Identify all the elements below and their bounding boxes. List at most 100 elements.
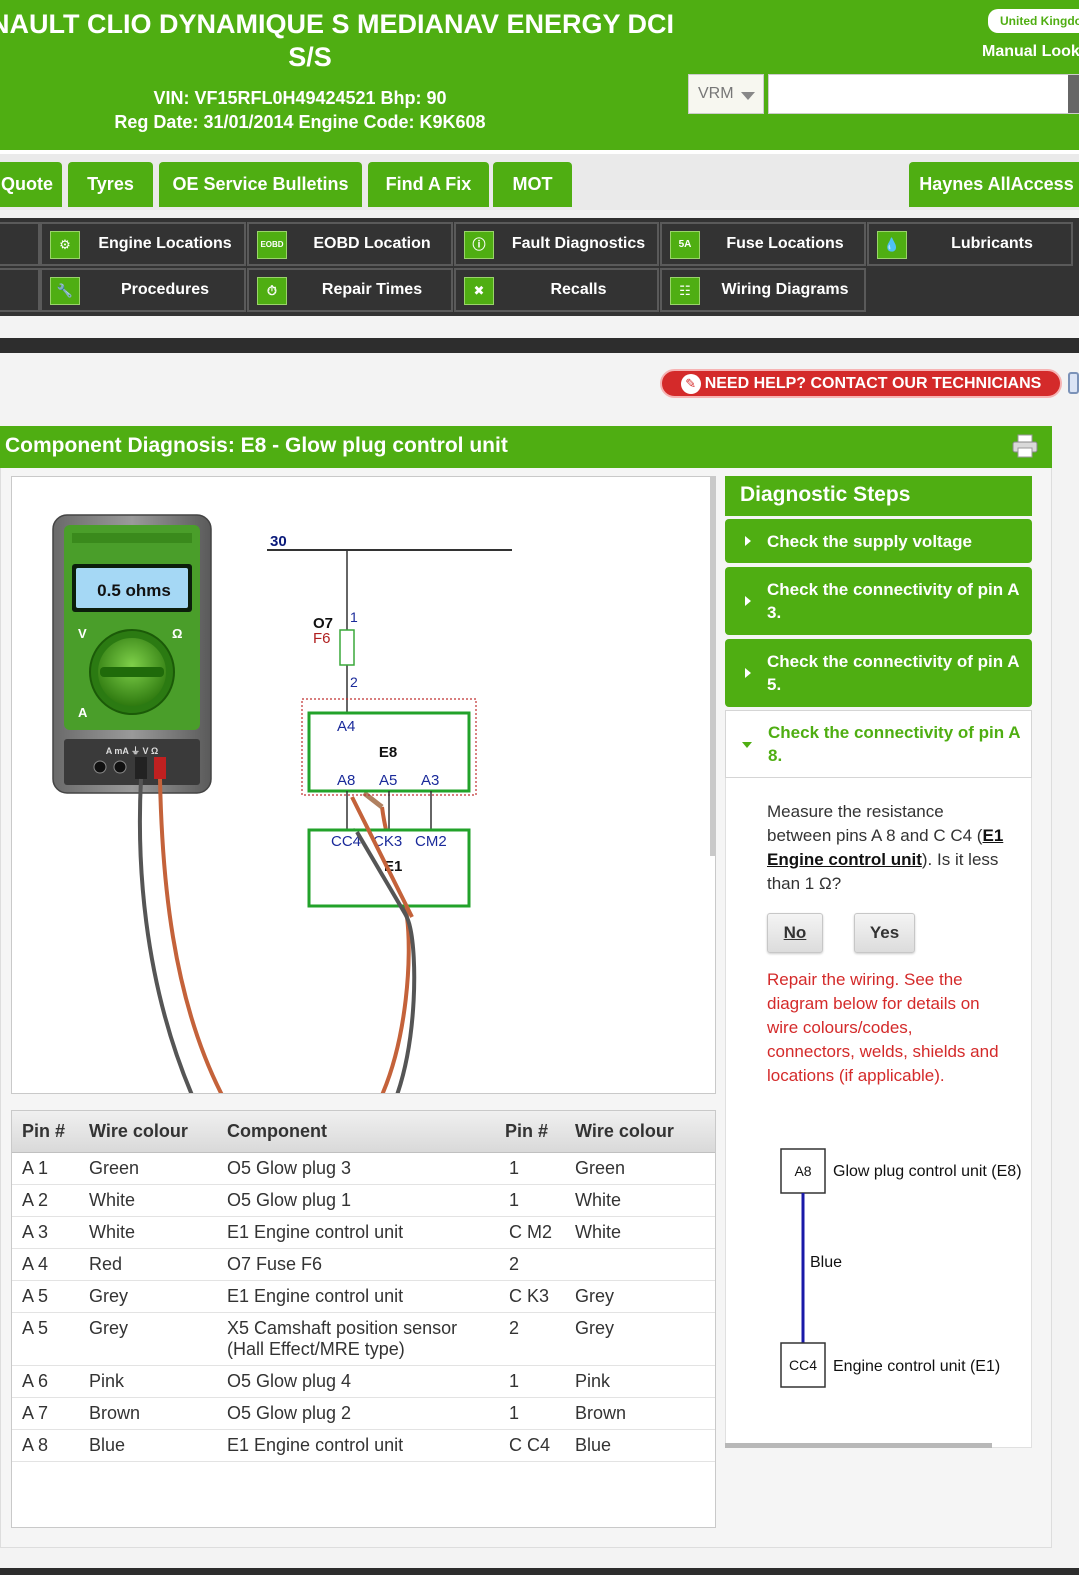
step-supply-voltage[interactable]: Check the supply voltage xyxy=(725,519,1032,563)
table-cell: 1 xyxy=(495,1184,565,1217)
vrm-select[interactable]: VRM xyxy=(688,74,764,114)
step-pin-a8[interactable]: Check the connectivity of pin A 8. xyxy=(725,710,1032,778)
col-header: Wire colour xyxy=(79,1111,217,1153)
menu-label: Lubricants xyxy=(951,235,1033,252)
ecu-pin-ck3: CK3 xyxy=(373,833,402,850)
step-question: Measure the resistance between pins A 8 … xyxy=(767,800,1007,896)
repair-instruction: Repair the wiring. See the diagram below… xyxy=(767,970,999,1085)
menu-lubricants[interactable]: 💧 Lubricants xyxy=(867,222,1073,266)
meter-label-a: A xyxy=(78,705,88,720)
step-pin-a5[interactable]: Check the connectivity of pin A 5. xyxy=(725,639,1032,707)
diagram-scrollbar[interactable] xyxy=(710,476,716,856)
wrench-icon: 🔧 xyxy=(50,277,80,305)
menu-cell-partial-2[interactable] xyxy=(0,268,40,312)
table-cell: A 1 xyxy=(12,1152,79,1185)
tab-quote[interactable]: Quote xyxy=(0,162,62,207)
tab-tyres[interactable]: Tyres xyxy=(68,162,153,207)
table-cell: Grey xyxy=(79,1280,217,1313)
chat-icon[interactable] xyxy=(1068,372,1079,394)
unit-pin-a3: A3 xyxy=(421,772,439,789)
meter-reading: 0.5 ohms xyxy=(97,581,171,600)
step-label: Check the connectivity of pin A 3. xyxy=(767,580,1019,622)
menu-eobd-location[interactable]: EOBD EOBD Location xyxy=(247,222,453,266)
tab-haynes-allaccess[interactable]: Haynes AllAccess xyxy=(909,162,1079,207)
menu-recalls[interactable]: ✖ Recalls xyxy=(454,268,659,312)
table-cell: 1 xyxy=(495,1397,565,1430)
menu-cell-partial[interactable] xyxy=(0,222,40,266)
country-selector[interactable]: United Kingdo xyxy=(988,9,1079,33)
step-body xyxy=(725,778,1032,1448)
table-cell: 2 xyxy=(495,1248,565,1281)
unit-pin-a8: A8 xyxy=(337,772,355,789)
fuse-pin-top: 1 xyxy=(350,609,358,625)
component-link[interactable]: E1 Engine control unit xyxy=(767,826,1004,869)
chevron-down-icon xyxy=(742,742,752,748)
tab-find-a-fix[interactable]: Find A Fix xyxy=(368,162,489,207)
table-cell: C K3 xyxy=(495,1280,565,1313)
step-pin-a3[interactable]: Check the connectivity of pin A 3. xyxy=(725,567,1032,635)
menu-procedures[interactable]: 🔧 Procedures xyxy=(40,268,246,312)
menu-fault-diagnostics[interactable]: ⓘ Fault Diagnostics xyxy=(454,222,659,266)
table-cell: White xyxy=(79,1184,217,1217)
unit-pin-top: A4 xyxy=(337,718,355,735)
manual-lookup-link[interactable]: Manual Look xyxy=(982,43,1079,60)
table-cell: A 5 xyxy=(12,1312,79,1366)
menu-label: Engine Locations xyxy=(98,235,232,252)
table-header-row: Pin # Wire colour Component Pin # Wire c… xyxy=(12,1111,715,1153)
stopwatch-icon: ⏱ xyxy=(257,277,287,305)
vehicle-title: NAULT CLIO DYNAMIQUE S MEDIANAV ENERGY D… xyxy=(0,8,674,74)
menu-label: Procedures xyxy=(120,281,210,298)
tab-oe-service-bulletins[interactable]: OE Service Bulletins xyxy=(159,162,362,207)
menu-label: Wiring Diagrams xyxy=(721,281,849,298)
rail-label: 30 xyxy=(270,533,287,550)
table-cell: O5 Glow plug 4 xyxy=(217,1365,495,1398)
fuse-id: F6 xyxy=(313,630,331,647)
table-cell: E1 Engine control unit xyxy=(217,1216,495,1249)
table-cell: 2 xyxy=(495,1312,565,1366)
table-cell: Blue xyxy=(565,1429,715,1462)
contact-technicians-button[interactable]: ✎NEED HELP? CONTACT OUR TECHNICIANS xyxy=(660,369,1062,398)
vrm-search-input[interactable] xyxy=(768,74,1079,114)
wire-from-pin: A8 xyxy=(794,1163,811,1179)
wire-to-pin: CC4 xyxy=(789,1357,817,1373)
table-cell: X5 Camshaft position sensor (Hall Effect… xyxy=(217,1312,495,1366)
wiring-schematic: 0.5 ohms V Ω A A mA ⏚ V Ω 30 O7 F6 1 xyxy=(52,514,512,1093)
section-divider xyxy=(0,338,1079,353)
menu-label: Fault Diagnostics xyxy=(511,235,646,252)
table-cell: Pink xyxy=(565,1365,715,1398)
menu-wiring-diagrams[interactable]: ☷ Wiring Diagrams xyxy=(660,268,866,312)
print-icon[interactable] xyxy=(1012,434,1038,458)
table-cell: E1 Engine control unit xyxy=(217,1280,495,1313)
yes-button[interactable]: Yes xyxy=(854,913,915,953)
menu-repair-times[interactable]: ⏱ Repair Times xyxy=(247,268,453,312)
component-diagram: 0.5 ohms V Ω A A mA ⏚ V Ω 30 O7 F6 1 xyxy=(11,476,716,1094)
step-label: Check the supply voltage xyxy=(767,531,972,551)
table-cell: O5 Glow plug 2 xyxy=(217,1397,495,1430)
menu-fuse-locations[interactable]: 5A Fuse Locations xyxy=(660,222,866,266)
wire-to-label: Engine control unit (E1) xyxy=(833,1358,1000,1375)
no-button[interactable]: No xyxy=(767,913,823,953)
table-cell: O5 Glow plug 1 xyxy=(217,1184,495,1217)
table-cell: White xyxy=(565,1184,715,1217)
menu-label: Recalls xyxy=(550,281,607,298)
table-cell: Grey xyxy=(79,1312,217,1366)
table-cell: 1 xyxy=(495,1365,565,1398)
meter-label-v: V xyxy=(78,626,87,641)
search-button[interactable] xyxy=(1068,75,1079,113)
table-cell: Blue xyxy=(79,1429,217,1462)
tab-mot[interactable]: MOT xyxy=(493,162,572,207)
table-cell: A 7 xyxy=(12,1397,79,1430)
chevron-down-icon xyxy=(741,92,755,100)
top-nav: Quote Tyres OE Service Bulletins Find A … xyxy=(0,150,1079,210)
steps-scrollbar[interactable] xyxy=(725,1443,992,1448)
chevron-right-icon xyxy=(745,596,751,606)
menu-engine-locations[interactable]: ⚙ Engine Locations xyxy=(40,222,246,266)
fuse-icon: 5A xyxy=(670,231,700,259)
help-button-label: NEED HELP? CONTACT OUR TECHNICIANS xyxy=(704,375,1042,392)
meter-jack-labels: A mA ⏚ V Ω xyxy=(106,746,159,756)
unit-name: E8 xyxy=(379,744,397,761)
